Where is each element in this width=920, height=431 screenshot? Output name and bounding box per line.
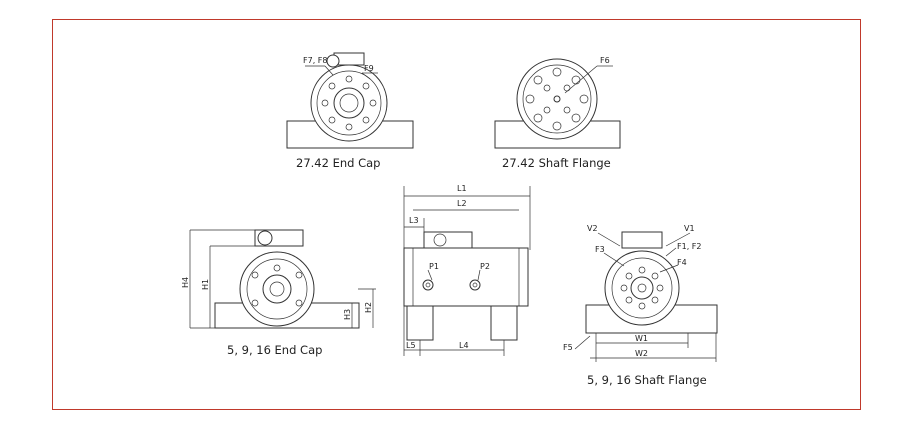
label-h2: H2 [364,302,373,313]
label-f4: F4 [677,258,687,267]
endcap-5916-drawing: H4 H1 H2 H3 [181,229,376,329]
label-p1: P1 [429,262,439,271]
label-w1: W1 [635,334,648,343]
label-v1: V1 [684,224,695,233]
label-w2: W2 [635,349,648,358]
endcap-2742-drawing: F7, F8 F9 [286,52,414,149]
label-h1: H1 [201,279,210,290]
label-h3: H3 [343,309,352,320]
side-view-drawing: P1 P2 L1 L2 L3 L5 L4 [403,184,531,356]
label-f1-f2: F1, F2 [677,242,701,251]
label-l1: L1 [457,184,467,193]
caption-endcap-5916: 5, 9, 16 End Cap [227,343,323,357]
label-l5: L5 [406,341,416,350]
label-p2: P2 [480,262,490,271]
shaftflange-2742-drawing: F6 [494,56,621,149]
diagram-frame [52,19,861,410]
caption-endcap-2742: 27.42 End Cap [296,156,381,170]
label-f5: F5 [563,343,573,352]
label-f3: F3 [595,245,605,254]
shaftflange-5916-drawing: V2 V1 F1, F2 F3 F4 F5 W1 W2 [563,224,718,362]
caption-shaftflange-5916: 5, 9, 16 Shaft Flange [587,373,707,387]
label-h4: H4 [181,277,190,288]
label-v2: V2 [587,224,598,233]
label-l2: L2 [457,199,467,208]
label-f9: F9 [364,64,374,73]
caption-shaftflange-2742: 27.42 Shaft Flange [502,156,611,170]
label-l4: L4 [459,341,469,350]
label-f6: F6 [600,56,610,65]
label-f7-f8: F7, F8 [303,56,327,65]
label-l3: L3 [409,216,419,225]
